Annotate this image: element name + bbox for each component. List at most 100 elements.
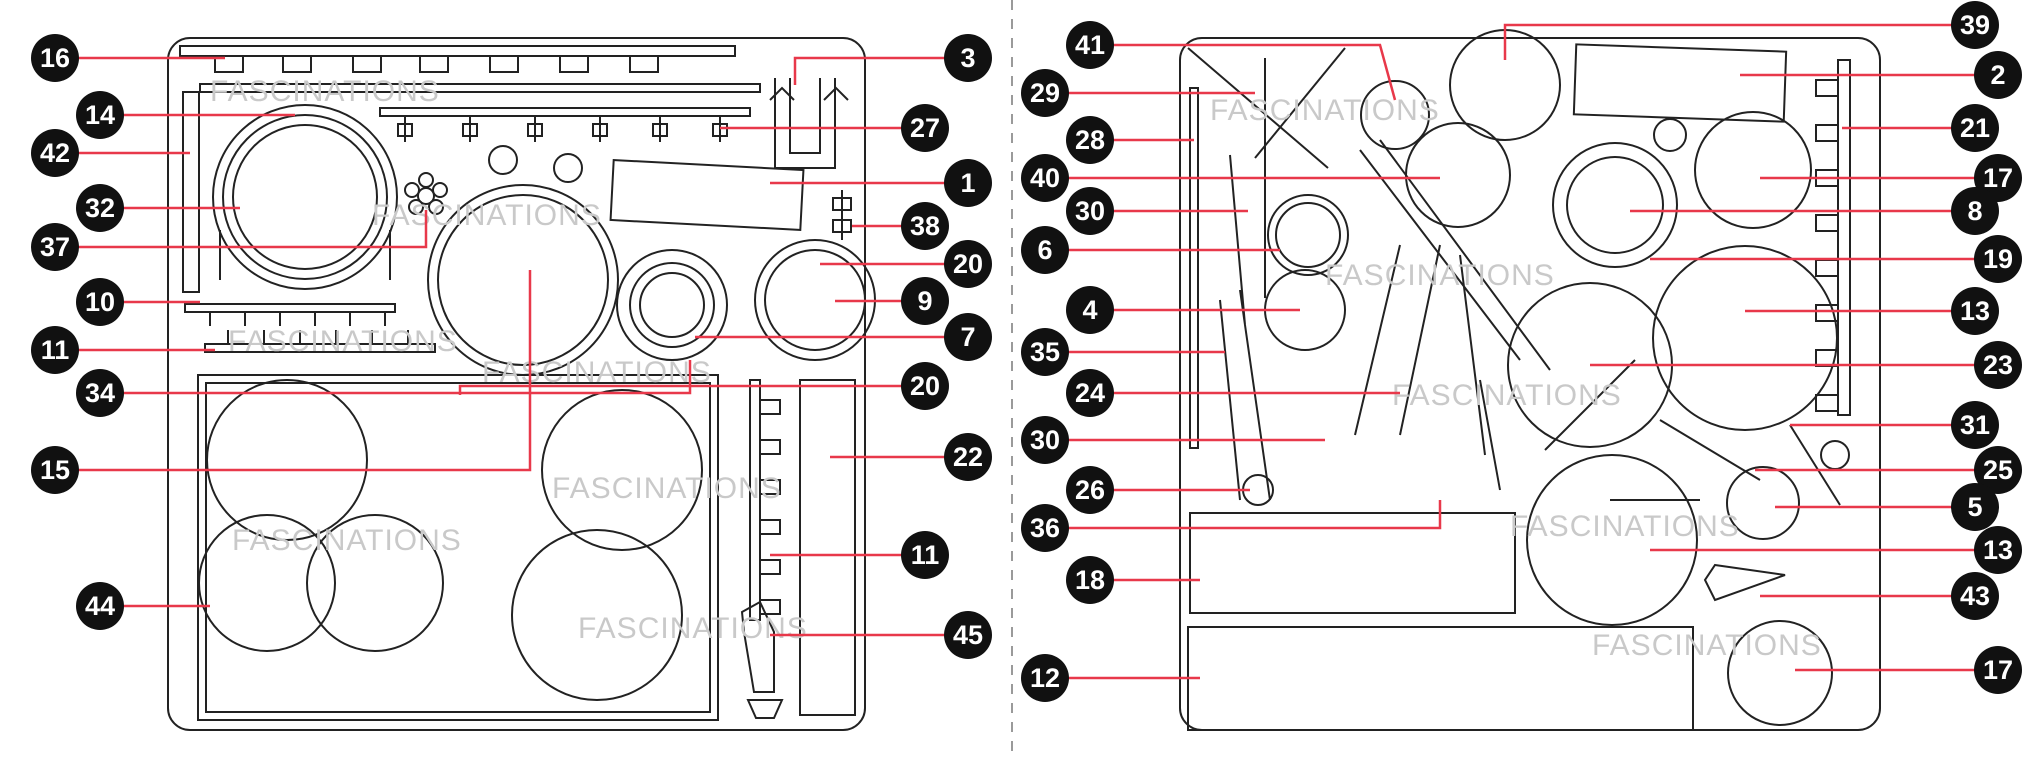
watermark-4: FASCINATIONS bbox=[482, 356, 712, 389]
callout-badge-right-30 bbox=[1021, 416, 1069, 464]
callout-number-right-41: 41 bbox=[1075, 30, 1105, 60]
callout-badge-right-36 bbox=[1021, 504, 1069, 552]
callout-right-39: 39 bbox=[1951, 1, 1999, 49]
callout-left-37: 37 bbox=[31, 223, 79, 271]
callout-number-left-45: 45 bbox=[953, 620, 983, 650]
callout-number-left-3: 3 bbox=[960, 43, 975, 73]
screw-2 bbox=[553, 153, 583, 183]
part-14-leads bbox=[219, 230, 391, 280]
part-13-disc-a bbox=[1652, 245, 1838, 431]
callout-left-20: 20 bbox=[944, 240, 992, 288]
callout-right-31: 31 bbox=[1951, 401, 1999, 449]
part-11-teeth-top bbox=[227, 330, 409, 344]
callout-left-15: 15 bbox=[31, 446, 79, 494]
callout-right-28: 28 bbox=[1066, 116, 1114, 164]
callout-number-right-30: 30 bbox=[1030, 425, 1060, 455]
part-31-hub bbox=[1820, 440, 1850, 470]
part-10-comb bbox=[184, 303, 396, 313]
callout-badge-left-27 bbox=[901, 104, 949, 152]
callout-number-left-32: 32 bbox=[85, 193, 115, 223]
callout-number-left-1: 1 bbox=[960, 168, 975, 198]
callout-badge-left-22 bbox=[944, 433, 992, 481]
part-44-plate-inner bbox=[205, 382, 711, 713]
callout-right-30: 30 bbox=[1066, 187, 1114, 235]
callout-number-left-14: 14 bbox=[85, 100, 115, 130]
callout-badge-left-32 bbox=[76, 184, 124, 232]
callout-number-left-16: 16 bbox=[40, 43, 70, 73]
leader-line-right-39 bbox=[1503, 23, 1975, 60]
sprue-rail-2 bbox=[199, 83, 761, 93]
callout-number-left-11: 11 bbox=[41, 335, 70, 365]
callout-number-right-43: 43 bbox=[1960, 581, 1990, 611]
callout-number-right-26: 26 bbox=[1075, 475, 1105, 505]
screw-1 bbox=[488, 145, 518, 175]
callout-number-right-12: 12 bbox=[1030, 663, 1060, 693]
part-37-rosette bbox=[404, 172, 448, 215]
leader-line-left-20 bbox=[458, 384, 925, 395]
watermark-10: FASCINATIONS bbox=[1392, 379, 1622, 412]
wrench-strips bbox=[1219, 139, 1761, 501]
part-41-wrench-b bbox=[1254, 47, 1346, 159]
callout-badge-right-17 bbox=[1974, 646, 2022, 694]
part-34-ring-inner bbox=[437, 194, 609, 366]
sprue-rail-3 bbox=[379, 107, 751, 117]
callout-number-right-19: 19 bbox=[1983, 244, 2013, 274]
callout-number-right-24: 24 bbox=[1075, 378, 1105, 408]
callout-left-27: 27 bbox=[901, 104, 949, 152]
callout-right-23: 23 bbox=[1974, 341, 2022, 389]
callout-badge-left-44 bbox=[76, 582, 124, 630]
callout-number-right-13: 13 bbox=[1960, 296, 1990, 326]
callout-badge-left-11 bbox=[31, 326, 79, 374]
callout-right-4: 4 bbox=[1066, 286, 1114, 334]
callout-number-left-11: 11 bbox=[911, 540, 940, 570]
callout-number-left-42: 42 bbox=[40, 138, 70, 168]
callout-badge-right-43 bbox=[1951, 572, 1999, 620]
callout-right-5: 5 bbox=[1951, 483, 1999, 531]
callout-left-10: 10 bbox=[76, 278, 124, 326]
part-21-ladder-rail bbox=[1837, 59, 1851, 416]
part-45-figure bbox=[740, 600, 784, 719]
callout-number-right-8: 8 bbox=[1967, 196, 1982, 226]
callout-number-left-38: 38 bbox=[910, 211, 940, 241]
watermark-12: FASCINATIONS bbox=[1592, 629, 1822, 662]
callout-right-6: 6 bbox=[1021, 226, 1069, 274]
part-2-panel bbox=[1572, 43, 1788, 123]
part-13-disc-b bbox=[1526, 454, 1698, 626]
callout-number-left-20: 20 bbox=[953, 249, 983, 279]
callout-badge-left-20 bbox=[944, 240, 992, 288]
leader-line-left-37 bbox=[55, 210, 428, 249]
callout-badge-left-20 bbox=[901, 362, 949, 410]
callout-left-7: 7 bbox=[944, 313, 992, 361]
watermark-6: FASCINATIONS bbox=[232, 524, 462, 557]
callout-right-30: 30 bbox=[1021, 416, 1069, 464]
part-17-disc-bottom bbox=[1727, 620, 1833, 726]
part-42-strip bbox=[182, 91, 200, 293]
callout-number-right-17: 17 bbox=[1983, 163, 2013, 193]
callout-number-right-5: 5 bbox=[1967, 492, 1982, 522]
callout-left-16: 16 bbox=[31, 34, 79, 82]
part-14-ring-outer bbox=[212, 104, 398, 290]
callout-number-right-17: 17 bbox=[1983, 655, 2013, 685]
part-44-disc-e bbox=[511, 529, 683, 701]
callout-right-35: 35 bbox=[1021, 328, 1069, 376]
callout-badge-left-9 bbox=[901, 277, 949, 325]
callout-left-14: 14 bbox=[76, 91, 124, 139]
callout-right-12: 12 bbox=[1021, 654, 1069, 702]
callout-badge-right-40 bbox=[1021, 154, 1069, 202]
part-11-ladder-steps bbox=[760, 399, 781, 615]
watermarks: FASCINATIONS FASCINATIONS FASCINATIONS F… bbox=[210, 75, 1822, 662]
callout-left-44: 44 bbox=[76, 582, 124, 630]
part-16-teeth bbox=[214, 56, 659, 73]
part-43-tool bbox=[1703, 563, 1786, 602]
callout-number-right-21: 21 bbox=[1960, 113, 1990, 143]
callout-badge-right-23 bbox=[1974, 341, 2022, 389]
callout-number-right-25: 25 bbox=[1983, 455, 2013, 485]
callout-badge-right-5 bbox=[1951, 483, 1999, 531]
callout-badge-right-13 bbox=[1974, 526, 2022, 574]
part-27-pegs bbox=[397, 116, 728, 142]
callout-left-9: 9 bbox=[901, 277, 949, 325]
callout-number-left-27: 27 bbox=[910, 113, 940, 143]
part-screw-top bbox=[1360, 80, 1430, 150]
callout-badges: 1614423237101134154432713820972022114541… bbox=[31, 1, 2022, 702]
